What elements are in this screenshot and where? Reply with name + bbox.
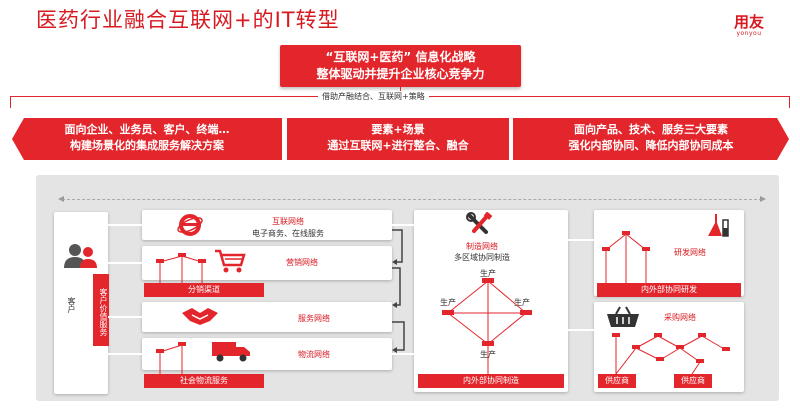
internet-network-title: 互联网络 xyxy=(272,217,304,226)
marketing-network-card xyxy=(142,246,392,280)
banner-elements-scenes: 要素+场景 通过互联网+进行整合、融合 xyxy=(287,118,509,160)
logistics-network-card xyxy=(142,338,392,370)
banner-3-line-1: 面向产品、技术、服务三大要素 xyxy=(574,123,728,136)
production-node-left: 生产 xyxy=(440,298,456,307)
production-node-top: 生产 xyxy=(480,269,496,278)
logo-main-text: 用友 xyxy=(734,13,765,31)
production-node-right: 生产 xyxy=(514,298,530,307)
service-network-card xyxy=(142,302,392,332)
internal-external-rnd-tag: 内外部协同研发 xyxy=(597,283,741,297)
strategy-line-1: “互联网+医药” 信息化战略 xyxy=(325,50,476,64)
supplier-tag-2: 供应商 xyxy=(674,374,712,388)
bracket-note: 借助产融结合、互联网+策略 xyxy=(318,91,429,102)
delivery-truck-icon xyxy=(210,339,252,367)
banner-2-line-1: 要素+场景 xyxy=(371,123,425,136)
customer-value-service-tag: 客户价值服务 xyxy=(93,274,109,346)
customer-label: 客户 xyxy=(67,297,76,313)
banner-enterprise-services: 面向企业、业务员、客户、终端… 构建场景化的集成服务解决方案 xyxy=(12,118,282,160)
service-network-title: 服务网络 xyxy=(298,314,330,323)
banner-3-line-2: 强化内部协同、降低内部协同成本 xyxy=(568,139,734,152)
handshake-icon xyxy=(180,305,220,331)
social-logistics-tag: 社会物流服务 xyxy=(144,374,264,388)
manufacturing-network-sub: 多区域协同制造 xyxy=(454,253,510,262)
supplier-tag-1: 供应商 xyxy=(598,374,636,388)
internet-network-sub: 电子商务、在线服务 xyxy=(252,229,324,238)
marketing-network-title: 营销网络 xyxy=(286,258,318,267)
logistics-network-title: 物流网络 xyxy=(298,350,330,359)
strategy-line-2: 整体驱动并提升企业核心竞争力 xyxy=(316,67,485,81)
tools-icon xyxy=(466,211,494,242)
internal-external-manufacturing-tag: 内外部协同制造 xyxy=(418,374,564,388)
shopping-basket-icon xyxy=(606,306,640,332)
shopping-cart-icon xyxy=(214,248,246,278)
banner-2-line-2: 通过互联网+进行整合、融合 xyxy=(327,139,469,152)
lab-flask-icon xyxy=(706,212,734,244)
page-title: 医药行业融合互联网+的IT转型 xyxy=(36,8,340,32)
double-arrow-connector xyxy=(58,196,766,202)
manufacturing-network-title: 制造网络 xyxy=(466,242,498,251)
banner-1-line-1: 面向企业、业务员、客户、终端… xyxy=(64,123,230,136)
procurement-network-title: 采购网络 xyxy=(664,313,696,322)
production-node-bottom: 生产 xyxy=(480,350,496,359)
yonyou-logo: 用友 yonyou xyxy=(734,14,764,38)
rnd-network-title: 研发网络 xyxy=(674,248,706,257)
strategy-box: “互联网+医药” 信息化战略 整体驱动并提升企业核心竞争力 xyxy=(280,45,521,87)
internet-explorer-icon xyxy=(177,213,203,241)
banner-internal-collaboration: 面向产品、技术、服务三大要素 强化内部协同、降低内部协同成本 xyxy=(513,118,789,160)
banner-1-line-2: 构建场景化的集成服务解决方案 xyxy=(70,139,224,152)
logo-sub-text: yonyou xyxy=(736,30,762,37)
customer-group-icon xyxy=(62,242,100,276)
rnd-network-card xyxy=(594,210,744,296)
distribution-channel-tag: 分销渠道 xyxy=(144,283,264,297)
